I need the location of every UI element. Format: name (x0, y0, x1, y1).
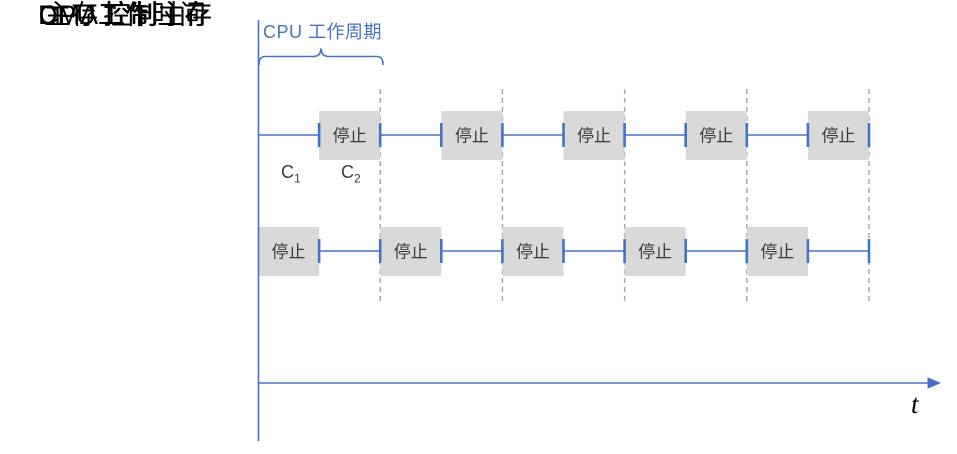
cpu-cycle-brace-text: CPU 工作周期 (263, 22, 383, 42)
dma-stop-box (380, 227, 442, 276)
c1-phase-label: C1 (281, 162, 301, 186)
dma-stop-box-label: 停止 (516, 243, 550, 262)
time-axis-arrowhead (927, 377, 941, 389)
cpu-stop-box (563, 111, 625, 160)
dma-stop-box-label: 停止 (638, 243, 672, 262)
dma-stop-box (502, 227, 564, 276)
dma-stop-box (746, 227, 808, 276)
cpu-cycle-brace-label: CPU 工作周期 (263, 18, 382, 44)
cpu-stop-box-label: 停止 (821, 127, 855, 146)
cpu-stop-box-label: 停止 (455, 127, 489, 146)
c1-subscript: 1 (294, 171, 301, 186)
c2-phase-label: C2 (341, 162, 361, 186)
cpu-stop-box-label: 停止 (577, 127, 611, 146)
c1-base: C (281, 162, 294, 182)
cpu-stop-box (685, 111, 747, 160)
time-axis-label: t (911, 389, 919, 419)
memory-row-label: 主存工作时间 (44, 0, 206, 30)
dma-stop-box-label: 停止 (760, 243, 794, 262)
dma-stop-box-label: 停止 (394, 243, 428, 262)
dma-stop-box (258, 227, 320, 276)
cpu-cycle-brace (258, 48, 384, 66)
dma-row-label: DMA 控制主存 (37, 0, 212, 30)
cpu-stop-box-label: 停止 (333, 127, 367, 146)
c2-base: C (341, 162, 354, 182)
dma-stop-box (624, 227, 686, 276)
cpu-stop-box (441, 111, 503, 160)
cpu-stop-box-label: 停止 (699, 127, 733, 146)
dma-stop-box-label: 停止 (272, 243, 306, 262)
cpu-row-label: CPU 控制主存 (38, 0, 212, 30)
c2-subscript: 2 (354, 171, 361, 186)
cpu-stop-box (807, 111, 869, 160)
cpu-stop-box (319, 111, 381, 160)
